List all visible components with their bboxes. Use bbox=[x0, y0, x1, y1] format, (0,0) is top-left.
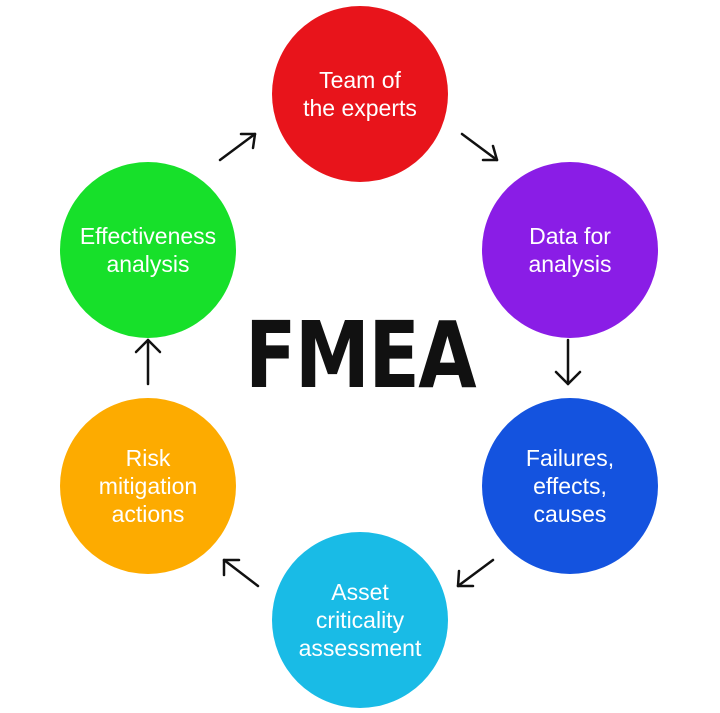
arrow-data-to-failures bbox=[554, 338, 582, 386]
step-label: Risk mitigation actions bbox=[98, 445, 198, 527]
arrow-failures-to-asset bbox=[456, 558, 495, 588]
arrow-asset-to-risk bbox=[222, 558, 260, 588]
arrow-team-to-data bbox=[460, 132, 499, 162]
step-risk-mitigation-actions: Risk mitigation actions bbox=[60, 398, 236, 574]
step-label: Effectiveness analysis bbox=[79, 223, 217, 277]
step-label: Data for analysis bbox=[528, 223, 612, 277]
step-failures-effects-causes: Failures, effects, causes bbox=[482, 398, 658, 574]
arrow-effectiveness-to-team bbox=[218, 132, 257, 162]
step-data-for-analysis: Data for analysis bbox=[482, 162, 658, 338]
diagram-title: FMEA bbox=[245, 301, 477, 409]
step-asset-criticality-assessment: Asset criticality assessment bbox=[272, 532, 448, 708]
step-label: Asset criticality assessment bbox=[298, 579, 422, 661]
step-label: Failures, effects, causes bbox=[525, 445, 615, 527]
arrow-risk-to-effectiveness bbox=[134, 338, 162, 386]
step-label: Team of the experts bbox=[303, 67, 417, 121]
step-team-of-experts: Team of the experts bbox=[272, 6, 448, 182]
step-effectiveness-analysis: Effectiveness analysis bbox=[60, 162, 236, 338]
